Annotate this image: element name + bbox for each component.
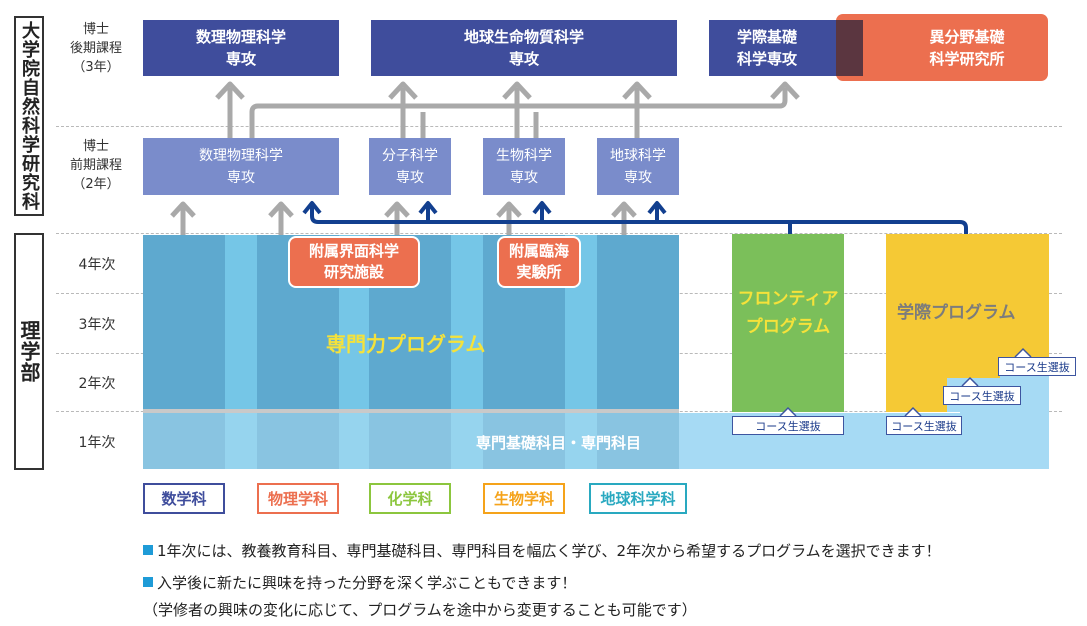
frontier-line: フロンティア — [737, 289, 839, 309]
note-1: 1年次には、教養教育科目、専門基礎科目、専門科目を幅広く学び、2年次から希望する… — [143, 540, 941, 561]
dept-physics: 物理学科 — [257, 483, 339, 514]
foundation-overlay — [143, 413, 679, 469]
gray-arrow — [622, 81, 652, 100]
gray-connector — [249, 88, 788, 138]
note-3: （学修者の興味の変化に応じて、プログラムを途中から変更することも可能です） — [143, 601, 697, 619]
selection-badge: コース生選抜 — [998, 357, 1076, 376]
senmon-program-label: 専門力プログラム — [326, 332, 486, 356]
gray-arrow — [611, 201, 637, 218]
dept-earth-science: 地球科学科 — [589, 483, 687, 514]
foundation-label: 専門基礎科目・専門科目 — [476, 434, 642, 452]
year-label-4: 4年次 — [78, 257, 116, 273]
box-line: 学際基礎 — [737, 28, 798, 46]
year-label-3: 3年次 — [78, 317, 116, 333]
program-column — [143, 235, 225, 469]
box-line: 専攻 — [227, 169, 255, 186]
master-box-molecular: 分子科学 専攻 — [369, 138, 451, 195]
box-line: 数理物理科学 — [199, 147, 283, 164]
gray-arrow — [384, 201, 410, 218]
bullet-square-icon — [143, 576, 153, 587]
gray-arrow — [388, 81, 418, 100]
facility-interface-science: 附属界面科学 研究施設 — [288, 236, 420, 288]
facility-marine-lab: 附属臨海 実験所 — [497, 236, 581, 288]
facility-line: 実験所 — [516, 263, 562, 281]
separator-line — [56, 233, 1062, 234]
badge-pointer — [904, 406, 922, 417]
master-box-biology: 生物科学 専攻 — [483, 138, 565, 195]
box-line: 専攻 — [396, 169, 424, 186]
master-course-label: 博士 前期課程 （2年） — [69, 139, 122, 192]
gray-arrow — [170, 201, 196, 218]
badge-pointer — [779, 406, 797, 417]
year-label-2: 2年次 — [78, 376, 116, 392]
gray-arrow — [770, 81, 800, 100]
box-line: 分子科学 — [382, 147, 438, 164]
gakusai-program-label: 学際プログラム — [897, 303, 1016, 323]
note-text: 入学後に新たに興味を持った分野を深く学ぶこともできます！ — [157, 574, 577, 592]
doctor-box-earth-life-matter: 地球生命物質科学 専攻 — [371, 20, 677, 76]
dept-chemistry: 化学科 — [369, 483, 451, 514]
box-line: 科学専攻 — [737, 50, 798, 68]
gray-arrow — [502, 81, 532, 100]
badge-pointer — [961, 376, 979, 387]
doctor-course-label: 博士 後期課程 （3年） — [69, 22, 122, 75]
note-text: 1年次には、教養教育科目、専門基礎科目、専門科目を幅広く学び、2年次から希望する… — [157, 542, 941, 560]
blue-connector — [310, 206, 968, 234]
program-column — [597, 235, 679, 469]
badge-pointer — [1014, 347, 1032, 358]
box-line: 数理物理科学 — [195, 28, 286, 46]
box-line: 専攻 — [225, 50, 256, 68]
gray-arrow — [215, 81, 245, 100]
dept-biology: 生物学科 — [483, 483, 565, 514]
doctor-box-math-physics: 数理物理科学 専攻 — [143, 20, 339, 76]
box-line: 地球生命物質科学 — [463, 28, 584, 46]
year-divider — [143, 409, 679, 413]
box-line: 専攻 — [508, 50, 539, 68]
gray-arrow — [268, 201, 294, 218]
box-line: 地球科学 — [610, 147, 666, 164]
box-line: 専攻 — [510, 169, 538, 186]
bullet-square-icon — [143, 544, 153, 555]
separator-line — [56, 126, 1062, 127]
box-line: 専攻 — [624, 169, 652, 186]
dept-math: 数学科 — [143, 483, 225, 514]
selection-badge: コース生選抜 — [732, 416, 844, 435]
graduate-school-label: 大学院自然科学研究科 — [14, 16, 44, 216]
blue-arrowhead — [418, 201, 438, 215]
frontier-program-block: フロンティア プログラム — [732, 234, 844, 412]
master-box-earth: 地球科学 専攻 — [597, 138, 679, 195]
gray-arrow — [496, 201, 522, 218]
overlap-shade — [836, 20, 863, 76]
box-line: 生物科学 — [496, 147, 552, 164]
facility-line: 研究施設 — [323, 263, 384, 281]
faculty-label: 理学部 — [14, 233, 44, 470]
facility-line: 附属界面科学 — [308, 242, 399, 260]
facility-line: 附属臨海 — [508, 242, 569, 260]
institute-box: 異分野基礎 科学研究所 — [836, 14, 1048, 81]
blue-arrowhead — [302, 201, 322, 215]
box-line: 科学研究所 — [929, 49, 1005, 68]
selection-badge: コース生選抜 — [943, 386, 1021, 405]
year-label-1: 1年次 — [78, 435, 116, 451]
selection-badge: コース生選抜 — [886, 416, 962, 435]
box-line: 異分野基礎 — [929, 27, 1005, 46]
blue-arrowhead — [647, 201, 667, 215]
note-2: 入学後に新たに興味を持った分野を深く学ぶこともできます！ — [143, 572, 576, 593]
blue-arrowhead — [532, 201, 552, 215]
master-box-math-physics: 数理物理科学 専攻 — [143, 138, 339, 195]
frontier-line: プログラム — [745, 317, 831, 337]
